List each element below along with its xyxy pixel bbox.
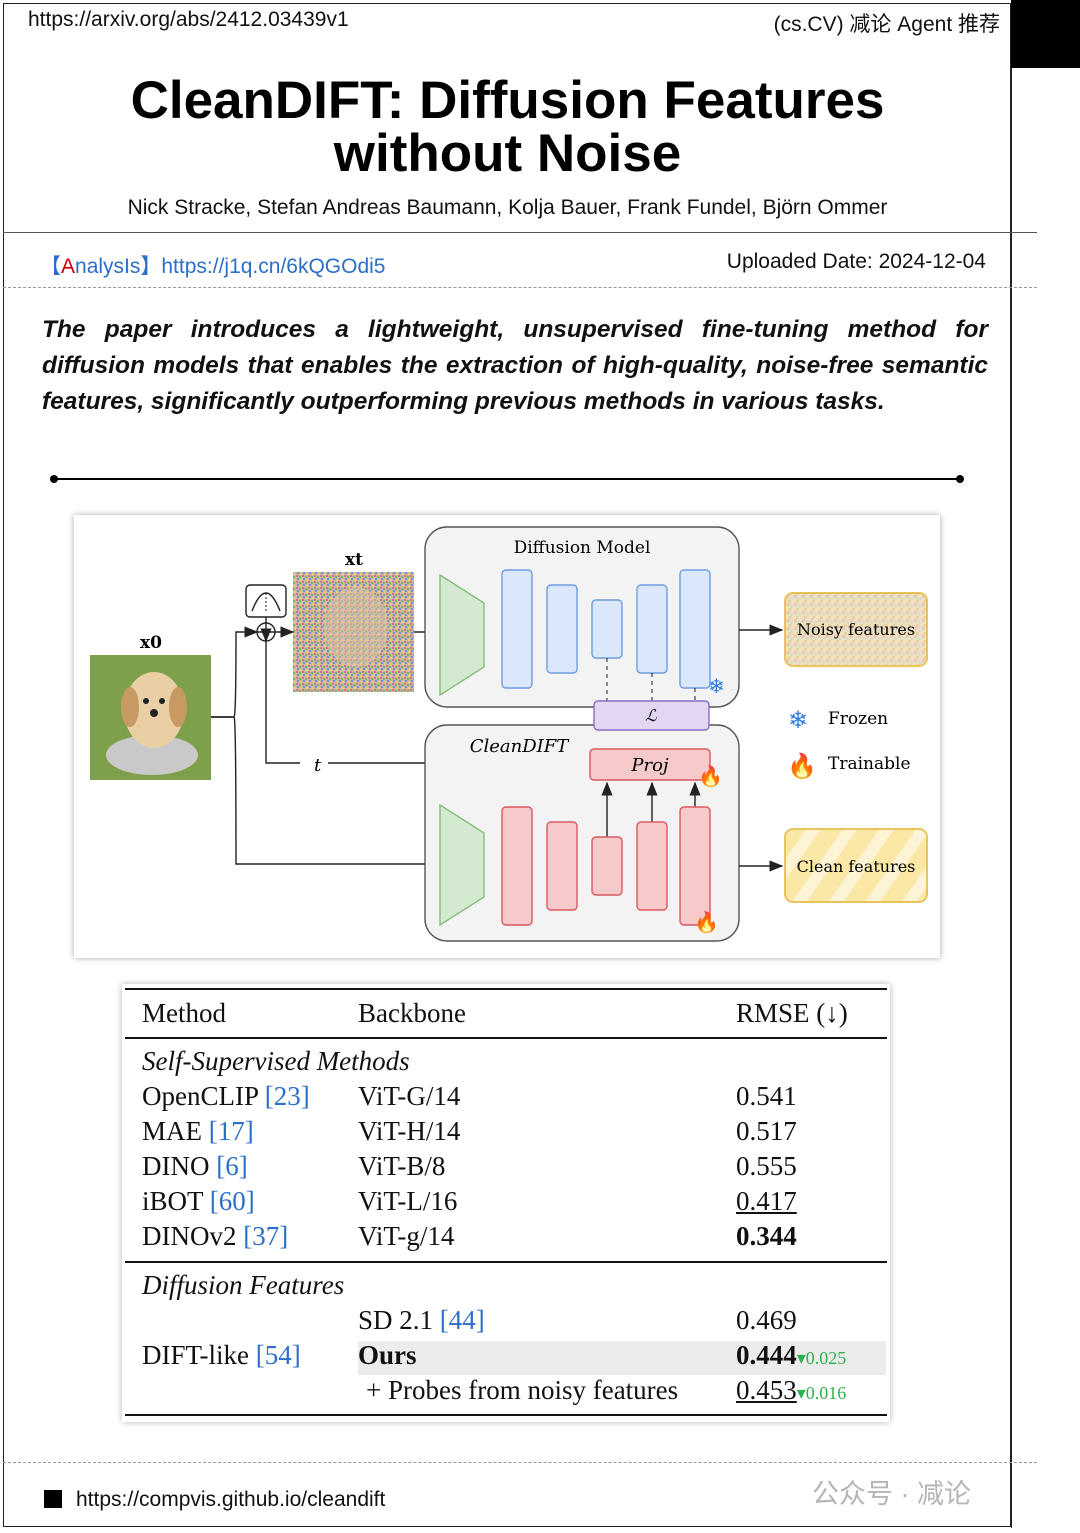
proj-label: Proj xyxy=(630,755,669,776)
analysis-a: A xyxy=(61,255,76,278)
table-cell-backbone: ViT-G/14 xyxy=(358,1081,461,1111)
clean-features-label: Clean features xyxy=(797,857,916,876)
authors: Nick Stracke, Stefan Andreas Baumann, Ko… xyxy=(127,196,888,219)
uploaded-date: Uploaded Date: 2024-12-04 xyxy=(726,250,986,273)
arxiv-url[interactable]: https://arxiv.org/abs/2412.03439v1 xyxy=(28,8,349,31)
table-top-rule xyxy=(125,988,887,990)
ours-highlight xyxy=(358,1341,886,1375)
analysis-link-row[interactable]: 【AnalysIs】https://j1q.cn/6kQGOdi5 xyxy=(40,250,385,280)
table-cell-rmse: 0.344 xyxy=(736,1221,797,1251)
snowflake-icon: ❄ xyxy=(708,676,725,698)
table-cell-rmse: 0.453▾0.016 xyxy=(736,1375,847,1405)
flame-icon: 🔥 xyxy=(698,764,723,788)
clean-features-box xyxy=(784,828,928,903)
t-label: t xyxy=(314,755,322,776)
footer-bullet xyxy=(44,1490,62,1508)
header-rule xyxy=(125,1037,887,1039)
section-diffusion-features: Diffusion Features xyxy=(142,1270,345,1300)
table-row: OpenCLIP [23] xyxy=(142,1081,310,1111)
title-line-1: CleanDIFT: Diffusion Features xyxy=(130,71,885,130)
title-line-2: without Noise xyxy=(333,124,682,183)
table-row: DINO [6] xyxy=(142,1151,248,1181)
diffusion-model-label: Diffusion Model xyxy=(514,538,651,558)
divider-dot-right xyxy=(956,475,964,483)
table-cell-backbone: Ours xyxy=(358,1340,417,1370)
table-cell-rmse: 0.517 xyxy=(736,1116,797,1146)
loss-box xyxy=(593,700,710,731)
table-cell-rmse: 0.555 xyxy=(736,1151,797,1181)
table-row: DINOv2 [37] xyxy=(142,1221,289,1251)
flame-icon: 🔥 xyxy=(694,910,719,934)
table-cell-backbone: ViT-H/14 xyxy=(358,1116,461,1146)
table-cell-backbone: SD 2.1 [44] xyxy=(358,1305,485,1335)
table-cell-rmse: 0.469 xyxy=(736,1305,797,1335)
table-cell-rmse: 0.444▾0.025 xyxy=(736,1340,847,1370)
footer-divider xyxy=(3,1462,1037,1463)
table-cell-backbone: ViT-g/14 xyxy=(358,1221,455,1251)
section-divider xyxy=(54,478,960,480)
watermark: 公众号 · 减论 xyxy=(812,1479,971,1509)
figure-svg: x0 xt t Diffusion Model xyxy=(90,526,928,942)
table-cell-backbone: + Probes from noisy features xyxy=(366,1375,679,1405)
delta-badge: ▾0.025 xyxy=(796,1348,847,1368)
legend-snowflake-icon: ❄ xyxy=(788,707,808,734)
category-tag: (cs.CV) 减论 Agent 推荐 xyxy=(773,13,1000,36)
proj-box xyxy=(589,748,711,781)
col-method: Method xyxy=(142,998,226,1028)
bracket-close: 】 xyxy=(140,255,162,278)
analysis-rest: nalysIs xyxy=(75,255,141,278)
cleandift-label: CleanDIFT xyxy=(470,736,571,757)
table-cell-rmse: 0.417 xyxy=(736,1186,797,1216)
section-rule xyxy=(125,1261,887,1263)
legend-trainable: Trainable xyxy=(828,754,911,774)
noisy-features-box xyxy=(784,592,928,667)
table-cell-backbone: ViT-B/8 xyxy=(358,1151,446,1181)
meta-divider xyxy=(3,287,1037,288)
table-cell-rmse: 0.541 xyxy=(736,1081,797,1111)
right-margin-rule xyxy=(1011,68,1037,1528)
table-row: iBOT [60] xyxy=(142,1186,255,1216)
project-url[interactable]: https://compvis.github.io/cleandift xyxy=(76,1488,386,1511)
table-cell-backbone: ViT-L/16 xyxy=(358,1186,458,1216)
table-row: MAE [17] xyxy=(142,1116,254,1146)
header-divider xyxy=(3,232,1037,233)
summary: The paper introduces a lightweight, unsu… xyxy=(42,316,988,415)
legend-flame-icon: 🔥 xyxy=(787,752,817,780)
method-figure: x0 xt t Diffusion Model xyxy=(74,515,940,958)
table-row: DIFT-like [54] xyxy=(142,1340,301,1370)
bracket-open: 【 xyxy=(40,255,61,278)
xt-label: xt xyxy=(345,550,363,570)
page-frame xyxy=(3,3,1011,1527)
legend-frozen: Frozen xyxy=(828,709,888,729)
section-self-supervised: Self-Supervised Methods xyxy=(142,1046,410,1076)
table-bottom-rule xyxy=(125,1414,887,1416)
delta-badge: ▾0.016 xyxy=(796,1383,847,1403)
col-backbone: Backbone xyxy=(358,998,466,1028)
paper-title: CleanDIFT: Diffusion Features without No… xyxy=(40,74,975,180)
loss-label: ℒ xyxy=(645,706,657,725)
noisy-features-label: Noisy features xyxy=(797,620,915,639)
corner-block xyxy=(1011,0,1080,68)
analysis-link[interactable]: https://j1q.cn/6kQGOdi5 xyxy=(161,255,386,278)
results-table: Method Backbone RMSE (↓) Self-Supervised… xyxy=(122,984,890,1422)
col-rmse: RMSE (↓) xyxy=(736,998,848,1028)
divider-dot-left xyxy=(50,475,58,483)
x0-label: x0 xyxy=(140,633,162,653)
